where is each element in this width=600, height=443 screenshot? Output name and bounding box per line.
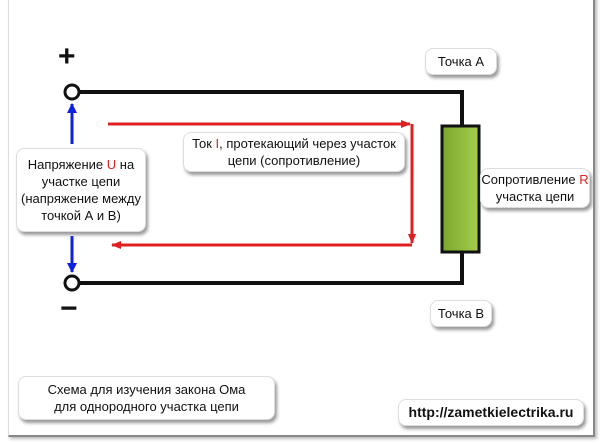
resistor: [440, 124, 481, 254]
wires: [79, 90, 464, 285]
top-wire: [79, 90, 464, 126]
current-label: Ток I, протекающий через участок цепи (с…: [183, 132, 405, 172]
current-arrows: [108, 120, 416, 249]
site-url[interactable]: http://zametkielectrika.ru: [398, 399, 584, 426]
resistance-text-2: участка цепи: [495, 189, 575, 204]
terminal-positive: [63, 83, 81, 101]
caption: Схема для изучения закона Ома для одноро…: [18, 376, 275, 420]
plus-sign: +: [58, 40, 76, 73]
image-frame: [8, 0, 595, 437]
current-symbol: I: [215, 136, 220, 151]
point-a-label: Точка А: [425, 48, 497, 75]
point-b-label: Точка В: [430, 300, 492, 327]
bottom-wire: [79, 252, 464, 285]
voltage-symbol: U: [106, 157, 117, 172]
resistance-symbol: R: [579, 172, 589, 187]
current-text-1: Ток: [192, 136, 216, 151]
voltage-label: Напряжение U на участке цепи (напряжение…: [16, 148, 146, 232]
terminal-negative: [63, 274, 81, 292]
voltage-text-2: на участке цепи (напряжение между точкой…: [21, 157, 141, 223]
resistance-label: Сопротивление R участка цепи: [480, 168, 590, 208]
voltage-text-1: Напряжение: [27, 157, 107, 172]
current-text-2: , протекающий через участок цепи (сопрот…: [219, 136, 396, 168]
resistance-text-1: Сопротивление: [481, 172, 580, 187]
minus-sign: −: [60, 292, 78, 325]
